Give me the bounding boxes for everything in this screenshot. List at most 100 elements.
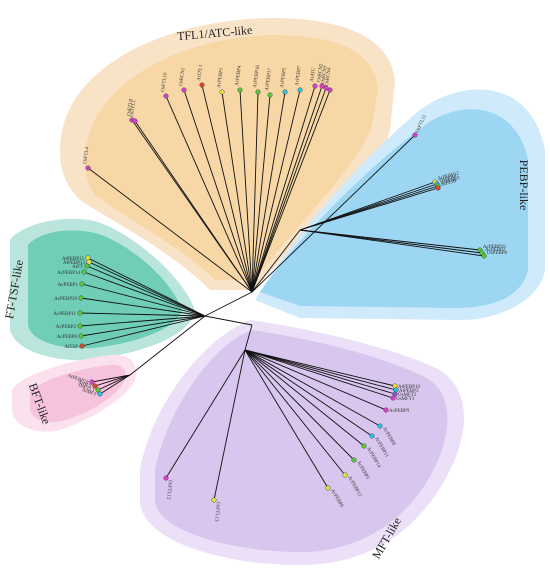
branch-bft-2 xyxy=(97,374,131,391)
leaf-label-pebp-6: AcPEBP2 xyxy=(485,248,506,253)
leaf-label-pebp-2: OsPEBP xyxy=(439,175,457,184)
branch-ft-3 xyxy=(83,271,206,317)
branch-tfl1-6 xyxy=(221,91,253,293)
branch-mft-11 xyxy=(165,349,246,479)
clade-region-ft-inner xyxy=(28,230,182,349)
branch-ft-9 xyxy=(81,315,206,347)
tip-tfl1-2 xyxy=(132,118,138,124)
branch-tfl1-9 xyxy=(251,94,271,293)
branch-tfl1-12 xyxy=(251,85,316,293)
branch-pebp-7 xyxy=(299,229,485,257)
branch-mft-7 xyxy=(244,349,365,447)
tip-mft-2 xyxy=(392,391,398,397)
branch-mft-4 xyxy=(244,349,387,411)
tip-mft-3 xyxy=(390,395,396,401)
leaf-label-tfl1-0: OsFTL4 xyxy=(83,146,90,164)
leaf-label-mft-1: AtPEBP3 xyxy=(399,389,419,394)
branch-tfl1-13 xyxy=(251,85,323,293)
tip-tfl1-7 xyxy=(237,87,243,93)
leaf-label-ft-0: AtPEBP15 xyxy=(62,257,84,262)
tip-tfl1-11 xyxy=(297,87,303,93)
branch-tfl1-0 xyxy=(87,167,253,293)
tip-mft-7 xyxy=(361,443,367,449)
leaf-label-mft-12: OsFTL13 xyxy=(213,502,220,522)
leaf-label-tfl1-15: OsRCN4 xyxy=(325,67,333,86)
clade-region-pebp-inner xyxy=(260,109,528,308)
branch-mft-5 xyxy=(244,349,381,427)
tip-ft-4 xyxy=(79,281,85,287)
tip-mft-8 xyxy=(351,457,357,463)
tip-ft-6 xyxy=(77,310,83,316)
tree-tips xyxy=(77,82,487,503)
leaf-label-tfl1-10: AcPEBP5 xyxy=(280,67,288,88)
branch-tfl1-10 xyxy=(251,91,286,293)
tip-tfl1-3 xyxy=(163,93,169,99)
leaf-label-mft-4: AcPEBP9 xyxy=(389,409,410,414)
tip-tfl1-14 xyxy=(323,85,329,91)
tip-ft-7 xyxy=(77,323,83,329)
branch-tfl1-7 xyxy=(239,89,253,293)
clade-region-mft-inner xyxy=(155,330,448,552)
leaf-label-pebp-4: AtPEBP xyxy=(440,179,458,188)
branch-mft-12 xyxy=(213,349,246,501)
tip-tfl1-12 xyxy=(312,83,318,89)
leaf-label-tfl1-7: AcPEBP4 xyxy=(235,65,243,86)
leaf-label-pebp-5: AcPEBP19 xyxy=(483,245,506,250)
branch-ft-5 xyxy=(80,297,206,317)
leaf-label-tfl1-2: OsTFL1 xyxy=(130,99,137,117)
leaf-label-tfl1-12: AtATC xyxy=(310,67,317,83)
tip-tfl1-15 xyxy=(327,87,333,93)
tip-ft-5 xyxy=(78,295,84,301)
leaf-label-tfl1-1: OsFTL8 xyxy=(127,98,134,116)
leaf-label-ft-7: AcPEBP2 xyxy=(56,325,77,330)
leaf-label-tfl1-14: OsRCN3 xyxy=(321,65,329,84)
branch-ft-6 xyxy=(79,312,206,317)
branch-ft-2 xyxy=(86,265,206,317)
branch-mft-a xyxy=(244,324,253,351)
branch-bft-3 xyxy=(99,374,131,395)
leaf-label-ft-6: AcPEBP11 xyxy=(53,312,76,317)
branch-mft-9 xyxy=(244,349,346,476)
clade-label-pebp: PEBP-like xyxy=(517,160,531,211)
branch-pebp-4 xyxy=(299,187,439,231)
leaf-label-ft-4: AcPEBP1 xyxy=(58,283,79,288)
branch-ft-4 xyxy=(81,283,206,317)
leaf-label-bft-1: AtBFT xyxy=(77,380,92,390)
tip-pebp-7 xyxy=(481,253,487,259)
tip-tfl1-0 xyxy=(85,165,91,171)
tip-mft-9 xyxy=(342,472,348,478)
tip-bft-3 xyxy=(97,391,103,397)
branch-ft-1 xyxy=(88,261,206,317)
branch-bft-1 xyxy=(94,374,131,387)
tip-pebp-0 xyxy=(412,132,418,138)
branch-pebp-a xyxy=(251,229,301,293)
tip-mft-6 xyxy=(369,433,375,439)
branch-pebp-5 xyxy=(299,229,481,251)
leaf-label-tfl1-13: OsRCN2 xyxy=(317,63,325,82)
branch-mft-2 xyxy=(244,349,396,395)
branch-ft-8 xyxy=(80,315,206,337)
tree-branches xyxy=(79,84,485,501)
leaf-label-tfl1-9: AcPEBP17 xyxy=(265,68,273,92)
clade-regions xyxy=(10,18,545,565)
tip-mft-10 xyxy=(325,485,331,491)
tip-tfl1-8 xyxy=(255,89,261,95)
branch-tfl1-11 xyxy=(251,89,301,293)
branch-tfl1-2 xyxy=(134,120,253,293)
leaf-label-ft-2: AtFT xyxy=(72,265,83,270)
leaf-label-tfl1-4: OsRCN1 xyxy=(179,67,187,86)
clade-label-tfl1: TFL1/ATC-like xyxy=(177,23,253,44)
tip-tfl1-5 xyxy=(199,82,205,88)
leaf-label-tfl1-6: AcPEBP1 xyxy=(217,67,225,88)
leaf-label-mft-2: OsMFT2 xyxy=(398,393,417,398)
branch-ft-0 xyxy=(87,257,206,317)
leaf-label-ft-3: AcPEBP14 xyxy=(57,271,80,276)
tip-pebp-4 xyxy=(435,185,441,191)
tip-ft-1 xyxy=(86,259,92,265)
branch-tfl1-3 xyxy=(165,95,253,293)
tip-mft-12 xyxy=(211,497,217,503)
tip-tfl1-6 xyxy=(219,89,225,95)
leaf-label-bft-3: AtMFT xyxy=(81,388,97,398)
branch-tfl1-5 xyxy=(201,84,253,293)
branch-ft-7 xyxy=(79,315,206,327)
